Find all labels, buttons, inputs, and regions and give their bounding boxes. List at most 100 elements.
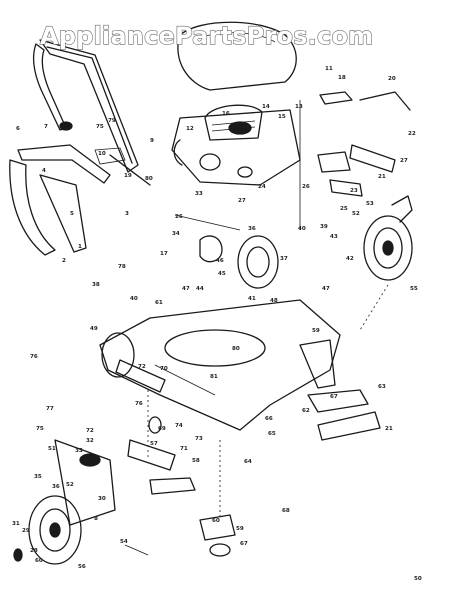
hardware [124, 284, 389, 557]
label-9: 9 [150, 138, 154, 144]
label-60: 60 [35, 558, 43, 564]
label-23: 23 [350, 188, 358, 194]
label-32: 32 [86, 438, 94, 444]
deck-edge [154, 364, 216, 396]
label-55: 55 [410, 286, 418, 292]
label-78: 78 [118, 264, 126, 270]
rear-discharge-guard [299, 339, 336, 389]
label-28: 28 [30, 548, 38, 554]
label-59: 59 [312, 328, 320, 334]
label-5: 5 [70, 211, 74, 217]
label-43: 43 [330, 234, 338, 240]
label-18: 18 [338, 75, 346, 81]
label-67: 67 [330, 394, 338, 400]
label-47: 47 [322, 286, 330, 292]
leader-line [359, 284, 389, 331]
label-42: 42 [346, 256, 354, 262]
front-wheel-hub [39, 508, 71, 552]
label-36: 36 [52, 484, 60, 490]
label-50: 50 [414, 576, 422, 582]
label-79: 79 [108, 118, 116, 124]
label-12: 12 [186, 126, 194, 132]
center-wheel-tire [237, 235, 279, 289]
label-67: 67 [240, 541, 248, 547]
label-75: 75 [96, 124, 104, 130]
label-8: 8 [94, 516, 98, 522]
upper-handle [39, 39, 139, 173]
label-52: 52 [66, 482, 74, 488]
label-27: 27 [400, 158, 408, 164]
label-72: 72 [138, 364, 146, 370]
engine-shroud [177, 21, 297, 91]
label-76: 76 [30, 354, 38, 360]
label-14: 14 [262, 104, 270, 110]
label-26: 26 [175, 214, 183, 220]
wheel-height-adjuster [391, 195, 413, 223]
label-63: 63 [378, 384, 386, 390]
upper-handle-inner-edge [46, 46, 133, 164]
label-59: 59 [236, 526, 244, 532]
drive-housing [54, 439, 116, 526]
label-54: 54 [120, 539, 128, 545]
cylinder-head [204, 104, 263, 141]
discharge-chute [307, 389, 369, 413]
engine-block [171, 109, 301, 186]
rear-wheel-axle-cap [382, 240, 394, 256]
label-72: 72 [86, 428, 94, 434]
fuel-line [173, 139, 183, 166]
label-31: 31 [12, 521, 20, 527]
label-48: 48 [270, 298, 278, 304]
label-52: 52 [352, 211, 360, 217]
label-16: 16 [222, 111, 230, 117]
label-81: 81 [210, 374, 218, 380]
linkage-arm [349, 144, 396, 173]
label-27: 27 [238, 198, 246, 204]
lower-handle-left [9, 159, 56, 256]
handle-assembly [9, 39, 151, 256]
wheel-bolt [13, 548, 23, 562]
handle-bracket-plate [94, 147, 126, 165]
label-7: 7 [44, 124, 48, 130]
label-64: 64 [244, 459, 252, 465]
label-57: 57 [150, 441, 158, 447]
label-2: 2 [62, 258, 66, 264]
drive-pulley [237, 166, 253, 178]
label-45: 45 [218, 271, 226, 277]
label-24: 24 [258, 184, 266, 190]
label-53: 53 [366, 201, 374, 207]
label-1: 1 [78, 244, 82, 250]
throttle-lever [359, 91, 411, 111]
label-11: 11 [325, 66, 333, 72]
control-linkage [299, 91, 411, 230]
label-25: 25 [340, 206, 348, 212]
label-37: 37 [280, 256, 288, 262]
label-62: 62 [302, 408, 310, 414]
drive-clutch-plate [149, 477, 196, 495]
deck-housing [99, 299, 341, 431]
label-21: 21 [378, 174, 386, 180]
deck-skirt [115, 359, 166, 393]
label-33: 33 [195, 191, 203, 197]
deck-blade-opening [164, 329, 266, 367]
label-26: 26 [302, 184, 310, 190]
rear-wheel-tire [363, 215, 413, 281]
linkage-plate [317, 151, 351, 173]
label-44: 44 [196, 286, 204, 292]
part-labels: 7 75 79 10 19 80 9 6 4 5 3 2 1 78 17 12 … [12, 66, 422, 582]
lower-handle-right [39, 174, 87, 253]
label-69: 69 [158, 426, 166, 432]
lower-handle-bracket [17, 144, 111, 184]
shroud-ridge [194, 32, 276, 43]
axle-rod [174, 214, 241, 231]
label-15: 15 [278, 114, 286, 120]
label-66: 66 [265, 416, 273, 422]
label-60: 60 [212, 518, 220, 524]
label-3: 3 [125, 211, 129, 217]
label-46: 46 [216, 258, 224, 264]
label-40: 40 [130, 296, 138, 302]
label-51: 51 [48, 446, 56, 452]
label-21: 21 [385, 426, 393, 432]
label-30: 30 [98, 496, 106, 502]
